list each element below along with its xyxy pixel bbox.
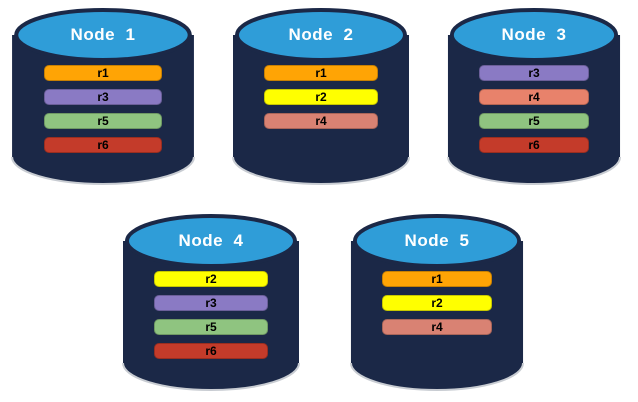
node-title: Node 5 xyxy=(404,231,470,250)
replica-bar-label: r4 xyxy=(431,320,443,334)
replica-bar-label: r5 xyxy=(528,114,540,128)
replica-bar-label: r4 xyxy=(315,114,327,128)
replica-bar-label: r1 xyxy=(97,66,109,80)
replica-bar-label: r6 xyxy=(97,138,109,152)
replica-list: r3 r4 r5 r6 xyxy=(446,65,622,161)
replica-bar-label: r2 xyxy=(205,272,217,286)
node-2: Node 2 r1 r2 r4 xyxy=(231,7,411,187)
replica-bar: r6 xyxy=(478,137,590,153)
node-4: Node 4 r2 r3 r5 r6 xyxy=(121,213,301,393)
cylinder-bottom-edge xyxy=(446,156,622,185)
replica-bar: r3 xyxy=(44,89,162,105)
node-title: Node 1 xyxy=(70,25,136,44)
replica-bar: r6 xyxy=(44,137,162,153)
replica-list: r1 r2 r4 xyxy=(349,271,525,343)
node-title: Node 4 xyxy=(178,231,244,250)
cylinder-top-ellipse xyxy=(449,8,619,62)
replica-list: r1 r2 r4 xyxy=(231,65,411,137)
cylinder-top-ellipse xyxy=(14,8,192,62)
cylinder-top-ellipse xyxy=(125,214,297,268)
node-5: Node 5 r1 r2 r4 xyxy=(349,213,525,393)
node-1: Node 1 r1 r3 r5 r6 xyxy=(10,7,196,187)
cylinder-bottom-edge xyxy=(11,156,195,185)
replica-bar: r5 xyxy=(44,113,162,129)
replica-bar: r2 xyxy=(381,295,493,311)
cylinder-top-ellipse xyxy=(235,8,407,62)
replica-bar-label: r6 xyxy=(205,344,217,358)
replica-bar-label: r5 xyxy=(97,114,109,128)
replica-bar-label: r3 xyxy=(205,296,217,310)
replica-bar: r2 xyxy=(264,89,378,105)
replica-bar: r4 xyxy=(478,89,590,105)
replica-bar: r5 xyxy=(478,113,590,129)
cylinder-bottom-edge xyxy=(232,156,410,185)
node-title: Node 3 xyxy=(501,25,567,44)
replica-list: r2 r3 r5 r6 xyxy=(121,271,301,367)
cylinder-bottom-edge xyxy=(122,362,300,391)
replica-bar: r3 xyxy=(154,295,268,311)
cylinder-bottom-edge xyxy=(349,362,525,391)
cylinder-top-ellipse xyxy=(352,214,522,268)
replica-bar: r6 xyxy=(154,343,268,359)
replica-bar: r2 xyxy=(154,271,268,287)
replica-bar-label: r6 xyxy=(528,138,540,152)
replica-bar-label: r3 xyxy=(97,90,109,104)
replica-bar: r4 xyxy=(381,319,493,335)
replica-bar: r4 xyxy=(264,113,378,129)
replica-bar: r3 xyxy=(478,65,590,81)
replica-bar: r1 xyxy=(264,65,378,81)
replica-bar-label: r1 xyxy=(315,66,327,80)
replica-bar: r5 xyxy=(154,319,268,335)
replica-bar: r1 xyxy=(381,271,493,287)
node-title: Node 2 xyxy=(288,25,354,44)
replica-bar-label: r5 xyxy=(205,320,217,334)
replica-bar-label: r3 xyxy=(528,66,540,80)
replica-bar: r1 xyxy=(44,65,162,81)
replica-bar-label: r1 xyxy=(431,272,443,286)
node-3: Node 3 r3 r4 r5 r6 xyxy=(446,7,622,187)
replica-list: r1 r3 r5 r6 xyxy=(10,65,196,161)
replica-bar-label: r4 xyxy=(528,90,540,104)
replica-bar-label: r2 xyxy=(431,296,443,310)
replica-bar-label: r2 xyxy=(315,90,327,104)
